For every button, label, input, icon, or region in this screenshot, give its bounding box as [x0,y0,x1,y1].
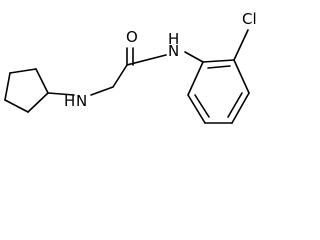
ring-bond [4,72,11,101]
benzene-bond [233,59,250,94]
ring-to-amine-bond [47,92,75,96]
molecule-structure: O N H N H Cl [4,10,257,124]
bond-lines [4,29,250,124]
atom-labels: O N H N H Cl [64,10,257,110]
ring-bond [27,92,49,113]
amide-nitrogen-label: N [168,42,179,60]
benzene-bond [187,94,206,124]
oxygen-label: O [126,28,138,46]
amine-nitrogen-label: N [76,92,87,110]
chlorine-label: Cl [242,10,257,28]
ring-to-chlorine-bond [233,29,249,61]
ring-bond [35,68,49,94]
benzene-bond [231,92,250,124]
benzene-bond [202,59,235,63]
amine-hydrogen-label: H [64,92,75,110]
benzene-inner-bond [207,65,231,69]
benzene-bond [187,61,204,96]
structure-canvas: O N H N H Cl [4,10,257,124]
benzene-inner-bond [194,94,210,118]
benzene-inner-bond [227,92,243,118]
amine-to-ch2-bond [90,86,114,96]
ring-bond [9,68,37,74]
carbonyl-to-amide-bond [126,54,167,66]
amide-hydrogen-label: H [168,30,179,48]
amide-to-ring-bond [184,51,204,63]
ch2-to-carbonyl-bond [112,64,128,88]
ring-bond [4,99,29,113]
